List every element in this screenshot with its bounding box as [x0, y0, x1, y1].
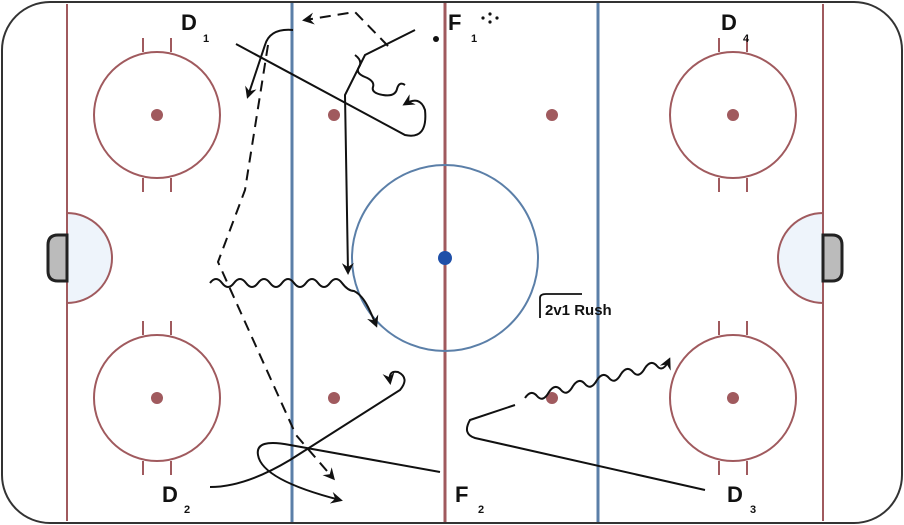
- svg-text:D: D: [162, 482, 178, 507]
- goal-crease-right: [777, 211, 824, 305]
- pass-line-top: [235, 43, 427, 137]
- d1-dashed-path: [302, 10, 389, 47]
- svg-text:1: 1: [203, 33, 209, 45]
- drill-title-bracket: [539, 293, 582, 318]
- puck-carry-left: [209, 278, 379, 328]
- faceoff-circle-bottom-left: [93, 321, 221, 475]
- drill-title: 2v1 Rush: [545, 302, 612, 319]
- goal-crease-left: [66, 211, 113, 305]
- svg-text:4: 4: [743, 33, 750, 45]
- neutral-dot-top-right: [546, 109, 558, 121]
- neutral-dot-bottom-right: [546, 392, 558, 404]
- svg-text:D: D: [727, 482, 743, 507]
- player-f2: F 2: [455, 482, 484, 516]
- goal-net-right: [821, 233, 844, 283]
- svg-text:2: 2: [478, 504, 484, 516]
- player-f1: F 1: [448, 10, 477, 45]
- svg-text:2: 2: [184, 504, 190, 516]
- neutral-dot-bottom-left: [328, 392, 340, 404]
- svg-text:D: D: [721, 10, 737, 35]
- pylon-cluster-icon: [481, 12, 499, 24]
- center-circle: [351, 164, 539, 352]
- d1-solid-path: [245, 28, 294, 99]
- puck-carry-right: [524, 357, 671, 400]
- puck-carry-top: [354, 54, 406, 97]
- f2-cross-path: [256, 442, 441, 504]
- neutral-dot-top-left: [328, 109, 340, 121]
- faceoff-circle-bottom-right: [669, 321, 797, 475]
- d3-skate-path: [465, 404, 706, 491]
- svg-text:F: F: [448, 10, 461, 35]
- goal-net-left: [46, 233, 69, 283]
- player-d1: D 1: [181, 10, 209, 45]
- player-d2: D 2: [162, 482, 190, 516]
- svg-text:3: 3: [750, 504, 756, 516]
- d2-loop-path: [209, 370, 406, 488]
- faceoff-circle-top-left: [93, 38, 221, 192]
- player-d4: D 4: [721, 10, 750, 45]
- svg-text:1: 1: [471, 33, 477, 45]
- svg-text:F: F: [455, 482, 468, 507]
- center-faceoff-dot: [438, 251, 452, 265]
- f1-skate-path: [341, 29, 416, 275]
- svg-text:D: D: [181, 10, 197, 35]
- faceoff-circle-top-right: [669, 38, 797, 192]
- puck-marker: [433, 36, 439, 42]
- player-d3: D 3: [727, 482, 756, 516]
